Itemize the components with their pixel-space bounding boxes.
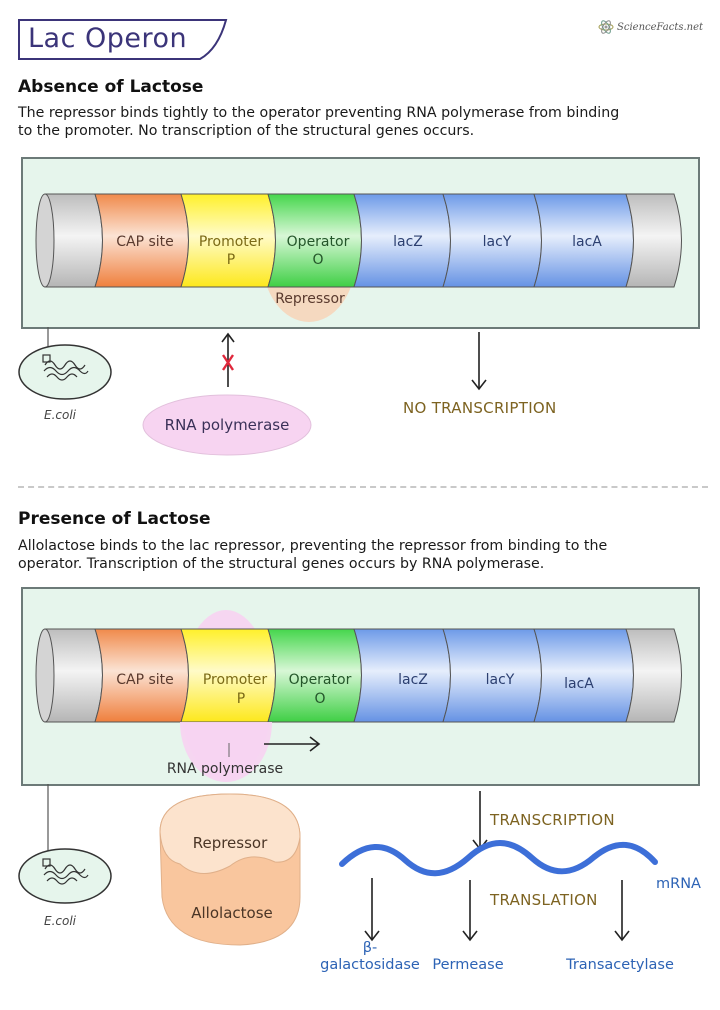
label-operator-sub: O [312,252,324,268]
presence-heading: Presence of Lactose [18,509,211,529]
label-laca: lacA [572,234,602,250]
page-title: Lac Operon [28,23,188,54]
dna-end-face [35,193,55,288]
title-frame [18,19,228,60]
transcription-label: TRANSCRIPTION [490,811,615,829]
ecoli-label: E.coli [44,914,77,928]
label-promoter: Promoter [202,672,268,688]
presence-description-line: Allolactose binds to the lac repressor, … [18,538,608,554]
arrow-head-down-icon [462,930,478,942]
absence-description-line: to the promoter. No transcription of the… [18,123,475,139]
presence-lower-diagram [18,784,658,946]
protein-transacetylase: Transacetylase [566,957,674,973]
ecoli-dna-coil-icon [42,858,89,885]
translation-label: TRANSLATION [490,891,598,909]
protein-label-line: galactosidase [320,957,420,973]
label-cap-site: CAP site [116,234,174,250]
presence-description-line: operator. Transcription of the structura… [18,556,545,572]
label-operator-sub: O [314,691,326,707]
label-promoter-sub: P [226,252,236,268]
protein-permease: Permease [432,957,504,973]
absence-heading: Absence of Lactose [18,77,204,97]
complex-repressor-label: Repressor [192,834,268,852]
label-operator: Operator [288,672,352,688]
absence-lower-diagram [18,327,487,456]
dna-end-right [625,628,682,723]
absence-operon-diagram [35,193,682,322]
ecoli-label: E.coli [44,408,77,422]
presence-description: Allolactose binds to the lac repressor, … [18,537,718,573]
complex-allolactose-label: Allolactose [191,904,273,922]
red-x-icon [222,354,234,371]
brand-logo[interactable]: ScienceFacts.net [617,22,704,33]
dna-end-right [625,193,682,288]
section-divider [18,486,708,488]
mrna-strand [339,840,658,877]
repressor-allolactose-complex [159,793,301,946]
rna-polymerase-label: RNA polymerase [166,761,284,777]
arrow-head-down-icon [471,379,487,391]
rna-polymerase-label: RNA polymerase [164,416,290,434]
ecoli-dna-coil-icon [42,354,89,381]
label-cap-site: CAP site [116,672,174,688]
label-lacy: lacY [482,234,512,250]
arrow-head-down-icon [364,930,380,942]
rna-polymerase-blob [142,394,312,456]
ecoli-cell-icon [18,344,112,400]
protein-beta-galactosidase: β- galactosidase [300,940,440,974]
presence-operon-diagram [35,610,682,782]
label-promoter-sub: P [236,691,246,707]
protein-label-line: β- [362,940,378,956]
label-repressor: Repressor [275,291,345,307]
arrow-head-down-icon [614,930,630,942]
label-laca: lacA [564,676,594,692]
label-lacz: lacZ [393,234,423,250]
ecoli-cell-icon [18,848,112,904]
label-lacy: lacY [485,672,515,688]
dna-end-face [35,628,55,723]
label-lacz: lacZ [398,672,428,688]
arrow-head-up-icon [221,332,235,343]
mrna-label: mRNA [656,876,701,892]
label-operator: Operator [286,234,350,250]
absence-description-line: The repressor binds tightly to the opera… [18,105,620,121]
label-promoter: Promoter [198,234,264,250]
atom-logo-icon [598,20,614,34]
absence-description: The repressor binds tightly to the opera… [18,104,718,140]
arrow-head-right-icon [309,736,321,752]
no-transcription-label: NO TRANSCRIPTION [403,399,557,417]
